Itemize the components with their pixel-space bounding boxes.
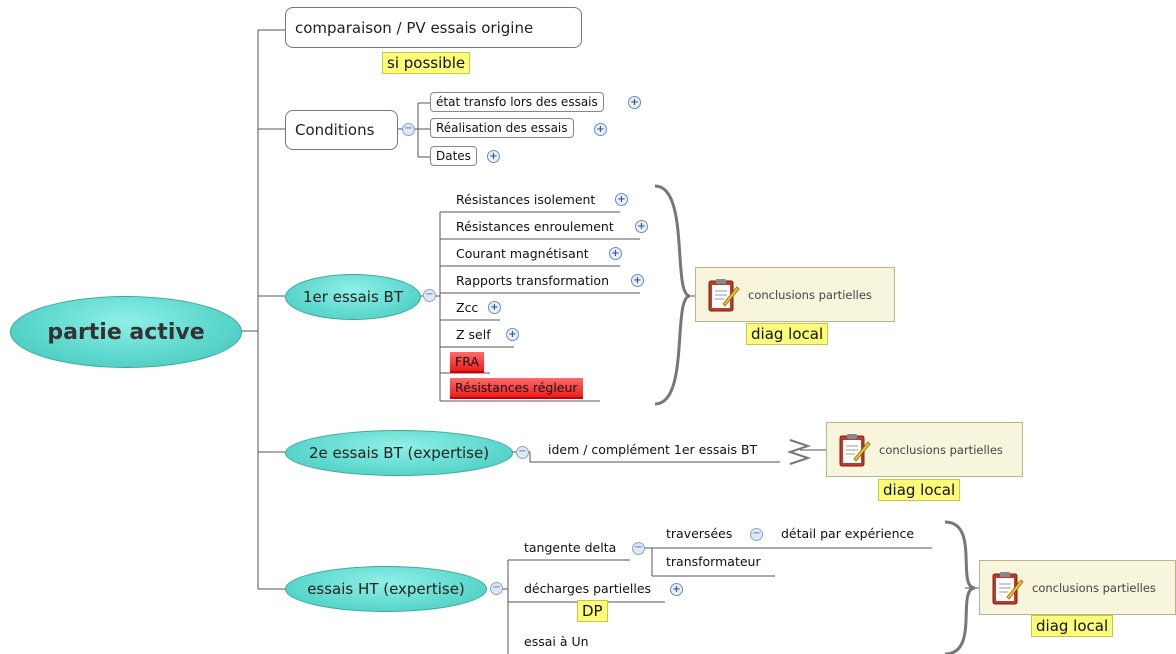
note-si-possible: si possible <box>382 52 471 74</box>
item-resistances-enroulement[interactable]: Résistances enroulement <box>456 219 614 234</box>
collapse-icon[interactable]: − <box>516 446 529 459</box>
item-detail-par-experience[interactable]: détail par expérience <box>781 526 915 541</box>
node-essais-ht[interactable]: essais HT (expertise) <box>285 566 487 612</box>
expand-icon[interactable]: + <box>635 220 648 233</box>
diag-local-label: diag local <box>883 481 956 499</box>
item-decharges-partielles[interactable]: décharges partielles <box>524 581 652 596</box>
node-conditions[interactable]: Conditions <box>285 110 398 150</box>
expand-icon[interactable]: + <box>628 96 641 109</box>
item-resistances-regleur-label: Résistances régleur <box>455 380 578 395</box>
node-realisation-label: Réalisation des essais <box>436 121 568 135</box>
clipboard-pencil-icon <box>990 570 1024 606</box>
conclusions-label: conclusions partielles <box>1032 580 1156 595</box>
expand-icon[interactable]: + <box>670 583 683 596</box>
note-dp: DP <box>577 600 608 622</box>
note-si-possible-label: si possible <box>387 54 466 72</box>
item-fra-label: FRA <box>455 354 479 369</box>
node-1er-essais-bt[interactable]: 1er essais BT <box>285 274 421 320</box>
conclusions-partielles-1[interactable]: conclusions partielles <box>695 267 895 322</box>
item-fra[interactable]: FRA <box>450 352 484 373</box>
node-comparaison[interactable]: comparaison / PV essais origine <box>285 7 582 48</box>
node-1er-essais-bt-label: 1er essais BT <box>303 288 403 306</box>
root-label: partie active <box>47 319 205 345</box>
item-resistances-regleur[interactable]: Résistances régleur <box>450 378 583 399</box>
item-rapports-transformation[interactable]: Rapports transformation <box>456 273 609 288</box>
collapse-icon[interactable]: − <box>490 582 503 595</box>
collapse-icon[interactable]: − <box>632 542 645 555</box>
collapse-icon[interactable]: − <box>750 528 763 541</box>
expand-icon[interactable]: + <box>506 328 519 341</box>
conclusions-label: conclusions partielles <box>748 287 872 302</box>
node-realisation[interactable]: Réalisation des essais <box>430 118 574 138</box>
note-dp-label: DP <box>582 602 603 620</box>
item-zcc[interactable]: Zcc <box>456 300 479 315</box>
diag-local-2: diag local <box>878 479 961 501</box>
collapse-icon[interactable]: − <box>402 123 415 136</box>
diag-local-label: diag local <box>1036 617 1109 635</box>
conclusions-partielles-3[interactable]: conclusions partielles <box>979 560 1176 615</box>
conclusions-label: conclusions partielles <box>879 442 1003 457</box>
expand-icon[interactable]: + <box>488 301 501 314</box>
node-2e-essais-bt-label: 2e essais BT (expertise) <box>308 444 490 462</box>
collapse-icon[interactable]: − <box>423 289 436 302</box>
node-essais-ht-label: essais HT (expertise) <box>307 580 465 598</box>
diag-local-label: diag local <box>751 325 824 343</box>
node-etat-transfo-label: état transfo lors des essais <box>436 95 598 109</box>
expand-icon[interactable]: + <box>487 150 500 163</box>
item-tangente-delta[interactable]: tangente delta <box>524 540 617 555</box>
item-traversees[interactable]: traversées <box>666 526 733 541</box>
item-transformateur[interactable]: transformateur <box>666 554 761 569</box>
node-dates[interactable]: Dates <box>430 146 477 166</box>
conclusions-partielles-2[interactable]: conclusions partielles <box>826 422 1023 477</box>
item-z-self[interactable]: Z self <box>456 327 491 342</box>
expand-icon[interactable]: + <box>609 247 622 260</box>
root-node[interactable]: partie active <box>10 296 242 368</box>
expand-icon[interactable]: + <box>615 193 628 206</box>
clipboard-pencil-icon <box>837 432 871 468</box>
node-comparaison-label: comparaison / PV essais origine <box>295 18 534 37</box>
clipboard-pencil-icon <box>706 277 740 313</box>
item-resistances-isolement[interactable]: Résistances isolement <box>456 192 596 207</box>
node-dates-label: Dates <box>436 149 471 163</box>
node-2e-essais-bt[interactable]: 2e essais BT (expertise) <box>285 430 513 476</box>
item-courant-magnetisant[interactable]: Courant magnétisant <box>456 246 589 261</box>
expand-icon[interactable]: + <box>631 274 644 287</box>
item-idem-complement[interactable]: idem / complément 1er essais BT <box>548 442 758 457</box>
item-essai-a-un[interactable]: essai à Un <box>524 634 589 649</box>
diag-local-1: diag local <box>746 323 829 345</box>
expand-icon[interactable]: + <box>594 123 607 136</box>
node-etat-transfo[interactable]: état transfo lors des essais <box>430 92 604 112</box>
diag-local-3: diag local <box>1031 615 1114 637</box>
node-conditions-label: Conditions <box>295 121 375 139</box>
